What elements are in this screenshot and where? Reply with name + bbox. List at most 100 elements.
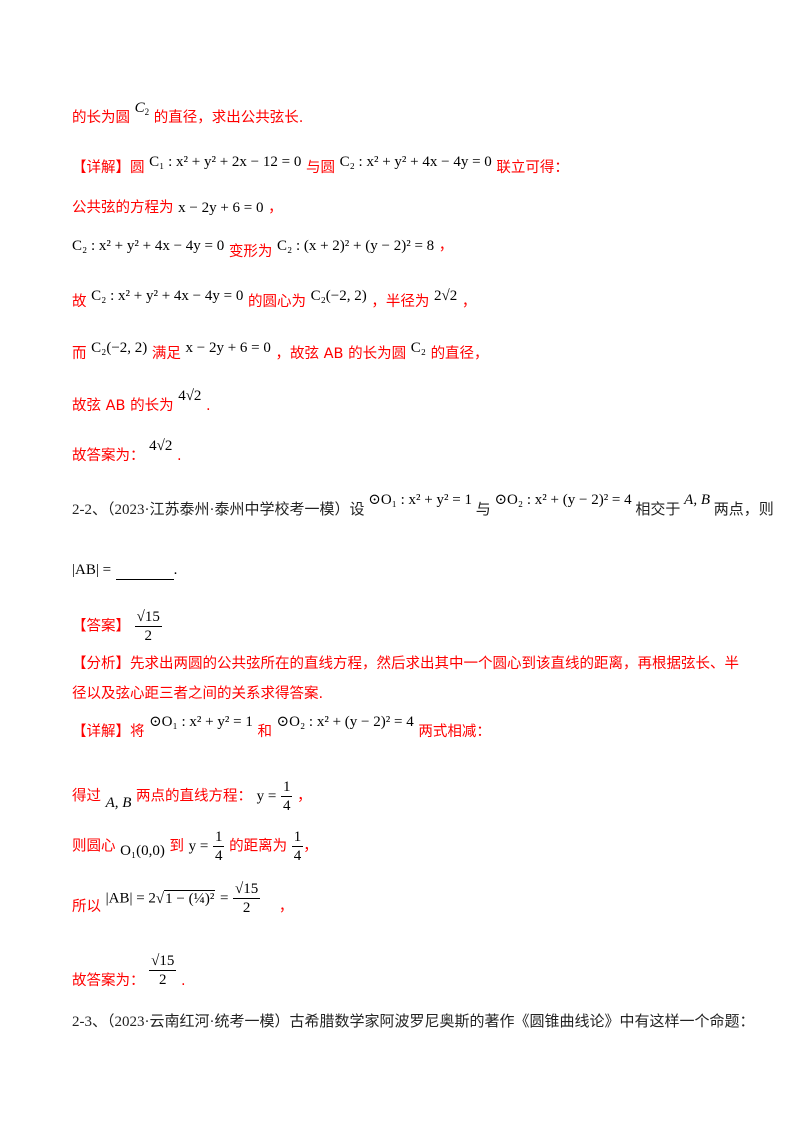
text: 径以及弦心距三者之间的关系求得答案. xyxy=(72,686,324,702)
math-chord-equation: x − 2y + 6 = 0 xyxy=(185,340,271,356)
analysis-line-2: 径以及弦心距三者之间的关系求得答案. xyxy=(72,684,323,704)
math-ab-abs: |AB| = xyxy=(72,562,112,578)
math-center: C₂(−2, 2) xyxy=(91,340,148,356)
text: ，故弦 AB 的长为圆 xyxy=(275,346,407,362)
math-answer-fraction: √15 2 xyxy=(134,608,162,645)
text: 与 xyxy=(475,502,491,518)
text: 而 xyxy=(72,346,87,362)
math-o2-equation: ⊙O₂ : x² + (y − 2)² = 4 xyxy=(276,714,414,730)
text: 先求出两圆的公共弦所在的直线方程，然后求出其中一个圆心到该直线的距离，再根据弦长… xyxy=(130,656,739,672)
answer-blank[interactable] xyxy=(115,579,174,580)
text: 故 xyxy=(72,294,87,310)
math-c2: C2 xyxy=(134,100,150,117)
problem-number: 2-2、 xyxy=(72,502,107,518)
satisfies-line: 而 C₂(−2, 2) 满足 x − 2y + 6 = 0 ，故弦 AB 的长为… xyxy=(72,340,489,364)
text: 两式相减： xyxy=(418,724,491,740)
math-c2: C₂ xyxy=(410,340,426,356)
text: 联立可得： xyxy=(496,160,569,176)
text: ， xyxy=(278,898,294,915)
math-o1-equation: ⊙O₁ : x² + y² = 1 xyxy=(368,492,472,508)
answer-line: 故答案为： 4√2 . xyxy=(72,438,182,466)
problem-2-2-blank-line: |AB| = . xyxy=(72,560,177,580)
problem-text: （2023·云南红河·统考一模）古希腊数学家阿波罗尼奥斯的著作《圆锥曲线论》中有… xyxy=(107,1014,755,1030)
text: 公共弦的方程为 xyxy=(72,200,174,216)
text: 到 xyxy=(169,838,185,855)
math-c2-equation: C₂ : x² + y² + 4x − 4y = 0 xyxy=(339,154,492,170)
text: 的长为圆 xyxy=(72,110,130,126)
problem-2-3-statement: 2-3、（2023·云南红河·统考一模）古希腊数学家阿波罗尼奥斯的著作《圆锥曲线… xyxy=(72,1012,755,1032)
text: 故弦 AB 的长为 xyxy=(72,398,174,414)
math-y-equals: y = xyxy=(188,838,209,855)
text: 的距离为 xyxy=(229,838,288,855)
math-y-equals: y = xyxy=(256,788,277,805)
math-radius: 2√2 xyxy=(433,288,458,304)
detail-label: 【详解】将 xyxy=(72,724,145,740)
fraction-denominator: 2 xyxy=(144,628,152,644)
math-c2-equation: C₂ : x² + y² + 4x − 4y = 0 xyxy=(72,238,225,254)
problem-2-2-statement: 2-2、（2023·江苏泰州·泰州中学校考一模）设 ⊙O₁ : x² + y² … xyxy=(72,492,774,520)
text: ， xyxy=(268,200,283,216)
fraction-numerator: √15 xyxy=(134,609,162,627)
math-o1-equation: ⊙O₁ : x² + y² = 1 xyxy=(149,714,253,730)
math-ab-length: 4√2 xyxy=(178,388,202,404)
center-radius-line: 故 C₂ : x² + y² + 4x − 4y = 0 的圆心为 C₂(−2,… xyxy=(72,288,477,312)
analysis-label: 【分析】 xyxy=(72,656,130,672)
text: 得过 xyxy=(72,788,101,805)
text: 的直径， xyxy=(430,346,489,362)
solution-line-1: 的长为圆 C2 的直径，求出公共弦长. xyxy=(72,100,303,132)
answer-label: 故答案为： xyxy=(72,448,145,464)
text: 两点，则 xyxy=(713,502,774,518)
text: 相交于 xyxy=(635,502,681,518)
analysis-line-1: 【分析】先求出两圆的公共弦所在的直线方程，然后求出其中一个圆心到该直线的距离，再… xyxy=(72,654,739,674)
text: 满足 xyxy=(151,346,181,362)
text: 所以 xyxy=(72,898,101,915)
math-equals: = xyxy=(219,890,229,907)
answer-label: 【答案】 xyxy=(72,618,130,635)
math-sqrt: √1 − (¼)² xyxy=(155,889,216,907)
math-answer: 4√2 xyxy=(149,438,173,454)
text: . xyxy=(176,448,182,464)
text: 则圆心 xyxy=(72,838,116,855)
text: 与圆 xyxy=(305,160,335,176)
text: 的圆心为 xyxy=(247,294,306,310)
answer-label: 故答案为： xyxy=(72,972,145,989)
text: ， xyxy=(438,238,454,254)
text: 和 xyxy=(257,724,272,740)
math-points: A, B xyxy=(684,492,710,508)
math-points: A, B xyxy=(105,794,132,811)
text: ， xyxy=(297,788,312,805)
detail-2-2-line: 【详解】将 ⊙O₁ : x² + y² = 1 和 ⊙O₂ : x² + (y … xyxy=(72,714,491,742)
text: . xyxy=(206,398,211,414)
math-c2-equation: C₂ : x² + y² + 4x − 4y = 0 xyxy=(91,288,244,304)
detail-line: 【详解】圆 C₁ : x² + y² + 2x − 12 = 0 与圆 C₂ :… xyxy=(72,154,569,178)
text: . xyxy=(173,562,178,578)
text: 两点的直线方程： xyxy=(136,788,253,805)
text: ，半径为 xyxy=(371,294,430,310)
text: ， xyxy=(461,294,477,310)
transform-line: C₂ : x² + y² + 4x − 4y = 0 变形为 C₂ : (x +… xyxy=(72,236,454,260)
math-ab-lhs: |AB| = 2 xyxy=(105,890,156,907)
problem-source: （2023·江苏泰州·泰州中学校考一模）设 xyxy=(107,502,365,518)
line-equation-line: 得过 A, B 两点的直线方程： y = 14 和， xyxy=(72,778,312,815)
math-c2-standard-form: C₂ : (x + 2)² + (y − 2)² = 8 xyxy=(276,238,435,254)
math-o2-equation: ⊙O₂ : x² + (y − 2)² = 4 xyxy=(494,492,632,508)
text: . xyxy=(180,972,186,989)
answer-2-2-line: 【答案】 √15 2 xyxy=(72,608,162,645)
math-center: O₁(0,0) xyxy=(120,842,165,859)
chord-equation-line: 公共弦的方程为 x − 2y + 6 = 0 ， xyxy=(72,198,283,218)
math-center: C₂(−2, 2) xyxy=(310,288,367,304)
problem-number: 2-3、 xyxy=(72,1014,107,1030)
math-c1-equation: C₁ : x² + y² + 2x − 12 = 0 xyxy=(149,154,302,170)
text: ， xyxy=(303,838,318,855)
detail-label: 【详解】圆 xyxy=(72,160,145,176)
ab-length-line: 故弦 AB 的长为 4√2 . xyxy=(72,388,211,416)
text: 变形为 xyxy=(228,244,273,260)
